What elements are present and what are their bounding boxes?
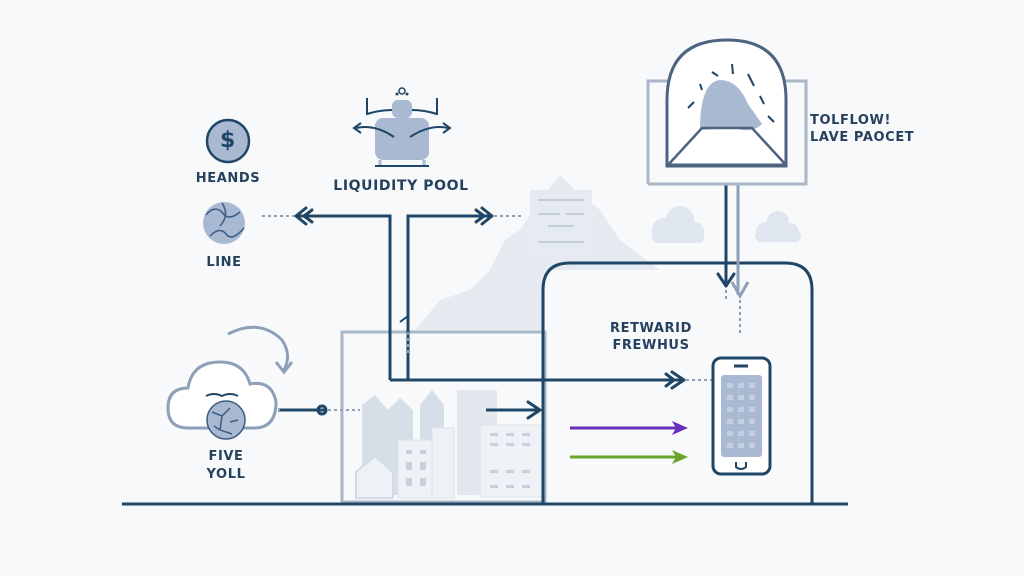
five-yoll-cloud-icon xyxy=(166,325,294,440)
dollar-coin-icon xyxy=(205,118,251,164)
document-icon xyxy=(530,190,592,254)
dollar-symbol: $ xyxy=(220,128,236,153)
reward-label-line1: RETWARID xyxy=(609,321,692,336)
cloud-icon xyxy=(652,206,704,243)
heands-label: HEANDS xyxy=(195,171,261,186)
arrowheads xyxy=(294,206,736,420)
city-illustration xyxy=(340,330,547,504)
liquidity-pool-label: LIQUIDITY POOL xyxy=(333,178,469,194)
smartphone-icon xyxy=(711,356,772,476)
green-arrow xyxy=(570,450,688,464)
liquidity-pool-icon xyxy=(352,87,452,167)
line-label: LINE xyxy=(206,255,242,270)
tolflow-label-line1: TOLFLOW! xyxy=(810,113,892,128)
cloud-icon xyxy=(755,211,801,242)
purple-arrow xyxy=(570,421,688,435)
arrowhead-secondary xyxy=(730,281,750,300)
five-label-line2: YOLL xyxy=(206,467,246,482)
tolflow-label-line2: LAVE PAOCET xyxy=(810,130,915,145)
reward-box xyxy=(541,261,814,504)
five-label-line1: FIVE xyxy=(208,449,244,464)
connector-tick xyxy=(399,315,409,323)
reward-label-line2: FREWHUS xyxy=(612,338,690,353)
tolflow-dome-icon xyxy=(646,38,808,186)
globe-icon xyxy=(203,202,245,244)
